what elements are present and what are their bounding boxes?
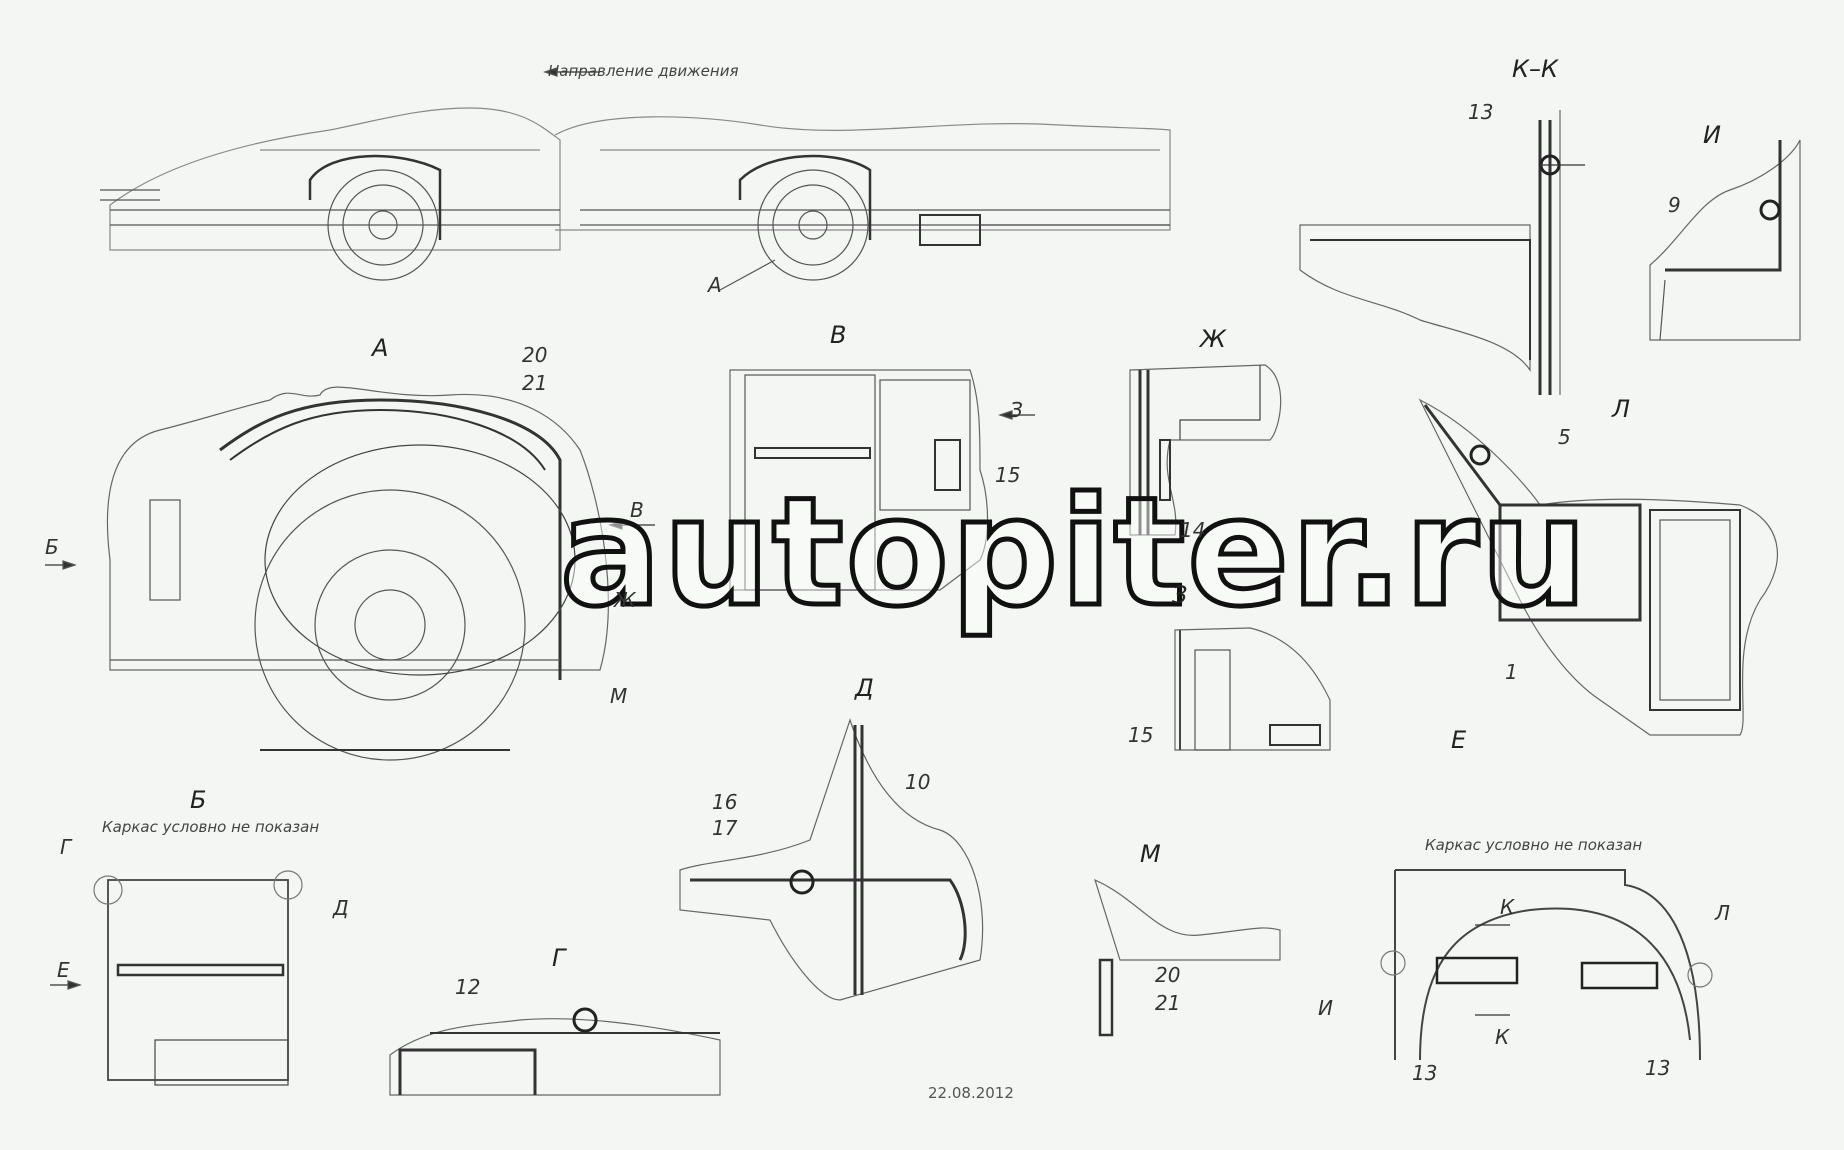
marker-k-top: К — [1500, 895, 1515, 919]
marker-m: М — [610, 684, 628, 708]
vehicle-side-view — [100, 67, 1171, 291]
marker-zh: Ж — [614, 588, 636, 612]
view-l-drawing — [1418, 398, 1778, 736]
view-b-bottom-drawing — [50, 870, 303, 1086]
view-title-b: Б — [190, 786, 207, 814]
callout-5: 5 — [1558, 425, 1571, 449]
view-i-drawing — [1649, 139, 1801, 341]
view-z-drawing — [1174, 627, 1331, 751]
marker-l: Л — [1715, 901, 1731, 925]
view-zh-drawing — [1129, 364, 1282, 536]
marker-a-top: А — [708, 273, 722, 297]
view-title-d: Д — [855, 674, 874, 702]
callout-14: 14 — [1180, 518, 1206, 542]
view-title-l: Л — [1612, 395, 1631, 423]
callout-15: 15 — [995, 463, 1021, 487]
view-title-e: Е — [1451, 726, 1467, 754]
view-m-drawing — [1094, 878, 1281, 1037]
watermark: autopiter.ru — [557, 466, 1590, 640]
section-kk-drawing — [1299, 110, 1585, 395]
callout-10: 10 — [905, 770, 931, 794]
view-title-i: И — [1703, 121, 1721, 149]
view-g-drawing — [389, 1007, 721, 1096]
marker-i: И — [1318, 996, 1333, 1020]
view-title-zh: Ж — [1200, 325, 1226, 353]
view-a-drawing — [45, 386, 655, 761]
note-frame-hidden-b: Каркас условно не показан — [102, 818, 320, 836]
view-title-m: М — [1140, 840, 1161, 868]
view-title-a: А — [372, 334, 389, 362]
view-title-g: Г — [552, 944, 566, 972]
note-frame-hidden-e: Каркас условно не показан — [1425, 836, 1643, 854]
callout-1: 1 — [1505, 660, 1518, 684]
view-d-drawing — [679, 718, 984, 1001]
marker-e-arrow: Е — [57, 958, 70, 982]
callout-12: 12 — [455, 975, 481, 999]
view-title-v: В — [830, 321, 847, 349]
marker-d: Д — [333, 896, 349, 920]
callout-20: 20 — [522, 343, 548, 367]
marker-z-arrow: З — [1010, 398, 1023, 422]
view-title-z: З — [1172, 581, 1188, 609]
marker-k-bottom: К — [1495, 1025, 1510, 1049]
callout-9: 9 — [1668, 193, 1681, 217]
view-b-drawing — [729, 369, 1035, 591]
callout-16: 16 — [712, 790, 738, 814]
callout-17: 17 — [712, 816, 738, 840]
callout-13-kk: 13 — [1468, 100, 1494, 124]
callout-21: 21 — [522, 371, 548, 395]
callout-21-m: 21 — [1155, 991, 1181, 1015]
view-e-drawing — [1380, 869, 1713, 1061]
callout-15-z: 15 — [1128, 723, 1154, 747]
marker-b-arrow: Б — [45, 535, 59, 559]
direction-label: Направление движения — [548, 62, 739, 80]
drawing-date: 22.08.2012 — [928, 1084, 1014, 1102]
callout-20-m: 20 — [1155, 963, 1181, 987]
callout-13-left: 13 — [1412, 1061, 1438, 1085]
view-title-kk: К–К — [1512, 55, 1559, 83]
callout-13-right: 13 — [1645, 1056, 1671, 1080]
marker-v-arrow: В — [630, 498, 644, 522]
marker-g: Г — [60, 835, 72, 859]
